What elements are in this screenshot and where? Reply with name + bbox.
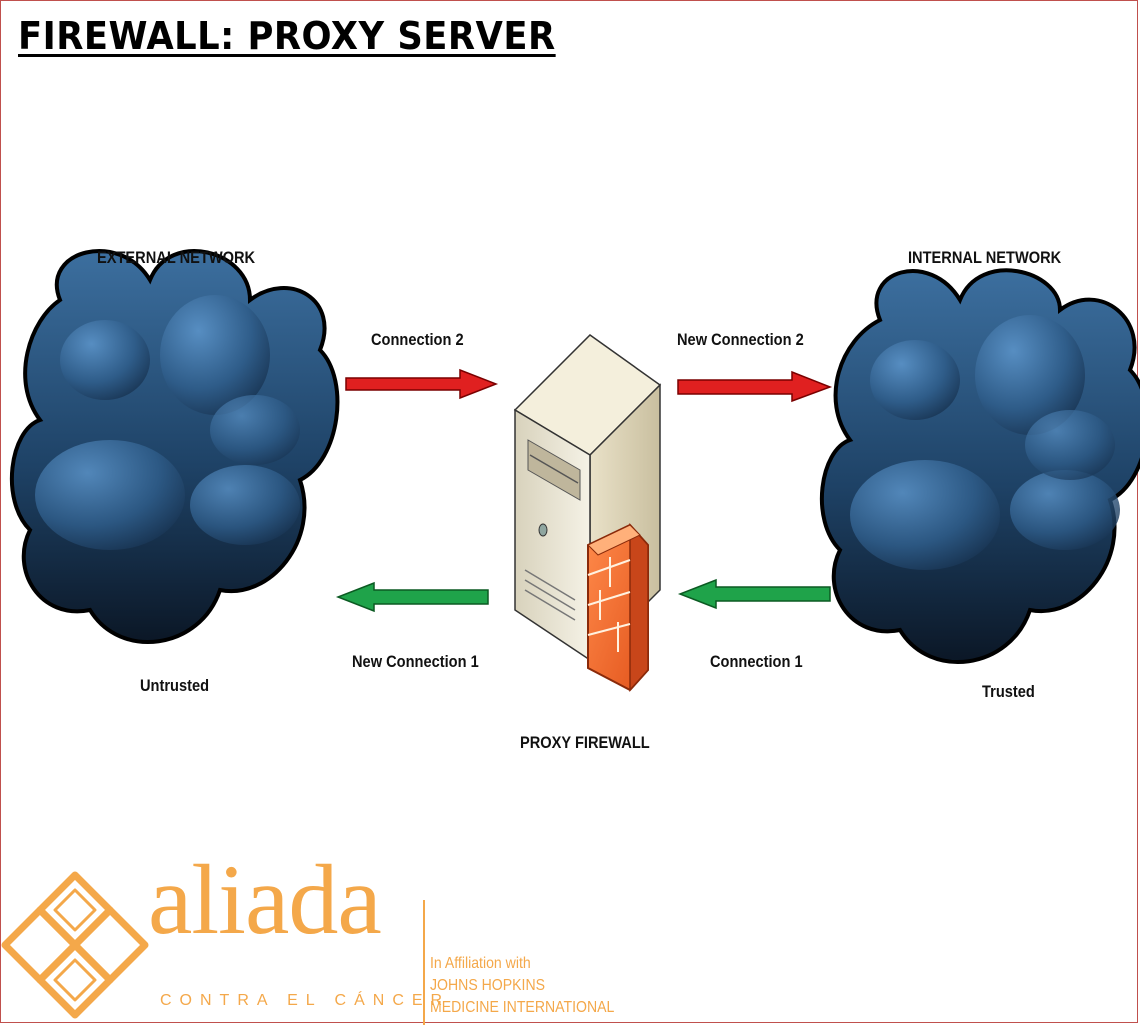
untrusted-label: Untrusted bbox=[140, 676, 210, 695]
logo-tagline: CONTRA EL CÁNCER bbox=[160, 992, 451, 1009]
trusted-label: Trusted bbox=[982, 682, 1035, 701]
internal-network-label: INTERNAL NETWORK bbox=[908, 248, 1062, 267]
arrow-connection-2 bbox=[345, 368, 499, 400]
affiliation-line-1: In Affiliation with bbox=[430, 955, 531, 972]
arrow-new-connection-2 bbox=[677, 370, 833, 403]
logo-divider bbox=[423, 900, 425, 1025]
connection-2-label: Connection 2 bbox=[371, 330, 464, 349]
knot-logo-icon bbox=[1, 871, 149, 1019]
external-network-cloud-icon bbox=[9, 249, 340, 644]
internal-network-cloud-icon bbox=[819, 268, 1140, 664]
brick-wall-icon bbox=[587, 523, 649, 692]
arrow-connection-1 bbox=[677, 578, 831, 610]
affiliation-line-3: MEDICINE INTERNATIONAL bbox=[430, 999, 615, 1016]
affiliation-line-2: JOHNS HOPKINS bbox=[430, 977, 546, 994]
arrow-new-connection-1 bbox=[335, 581, 489, 613]
logo-wordmark: aliada bbox=[148, 844, 382, 955]
new-connection-2-label: New Connection 2 bbox=[677, 330, 804, 349]
connection-1-label: Connection 1 bbox=[710, 652, 803, 671]
external-network-label: EXTERNAL NETWORK bbox=[97, 248, 256, 267]
proxy-firewall-label: PROXY FIREWALL bbox=[520, 733, 650, 752]
slide-title: FIREWALL: PROXY SERVER bbox=[18, 14, 556, 58]
new-connection-1-label: New Connection 1 bbox=[352, 652, 479, 671]
